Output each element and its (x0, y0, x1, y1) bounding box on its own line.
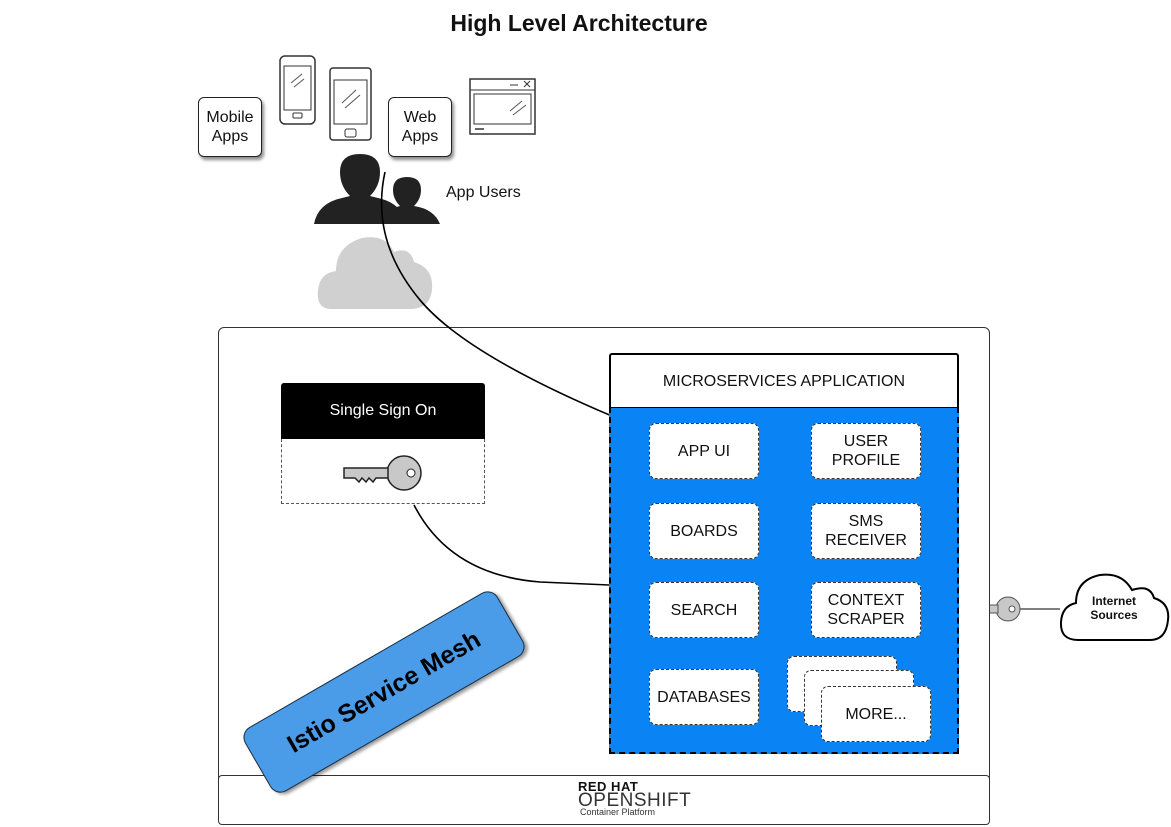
service-app-ui: APP UI (649, 423, 759, 479)
platform-footer (218, 775, 990, 825)
smartphone-icon (329, 67, 372, 141)
brand-redhat: RED HAT (578, 779, 639, 794)
diagram-title: High Level Architecture (450, 10, 708, 36)
sso-header: Single Sign On (281, 383, 485, 439)
service-sms-receiver: SMS RECEIVER (811, 503, 921, 559)
service-boards: BOARDS (649, 503, 759, 559)
service-search: SEARCH (649, 582, 759, 638)
web-apps-label: Web Apps (401, 109, 439, 145)
service-label: DATABASES (657, 688, 751, 706)
sso-body (281, 439, 485, 504)
service-label: USER PROFILE (831, 433, 901, 469)
service-label: APP UI (677, 442, 731, 460)
app-users-icon (314, 154, 440, 224)
browser-window-icon (469, 78, 536, 135)
brand-openshift: OPENSHIFT (578, 790, 692, 811)
internet-sources-label: Internet Sources (1090, 594, 1138, 622)
service-label: MORE... (845, 705, 907, 723)
service-more: MORE... (821, 686, 931, 742)
web-apps-bubble: Web Apps (388, 97, 452, 157)
service-context-scraper: CONTEXT SCRAPER (811, 582, 921, 638)
cloud-icon (317, 237, 433, 309)
mobile-apps-label: Mobile Apps (206, 109, 254, 145)
service-user-profile: USER PROFILE (811, 423, 921, 479)
brand-subtitle: Container Platform (580, 807, 656, 817)
service-label: SMS RECEIVER (825, 513, 907, 549)
key-icon (343, 455, 422, 491)
service-label: BOARDS (670, 522, 738, 540)
app-users-label: App Users (446, 184, 521, 201)
internet-cloud-icon (1059, 573, 1170, 641)
service-label: SEARCH (670, 601, 738, 619)
service-databases: DATABASES (649, 669, 759, 725)
mobile-apps-bubble: Mobile Apps (198, 97, 262, 157)
microservices-header: MICROSERVICES APPLICATION (609, 353, 959, 409)
service-label: CONTEXT SCRAPER (827, 592, 905, 628)
smartphone-icon (279, 55, 316, 125)
